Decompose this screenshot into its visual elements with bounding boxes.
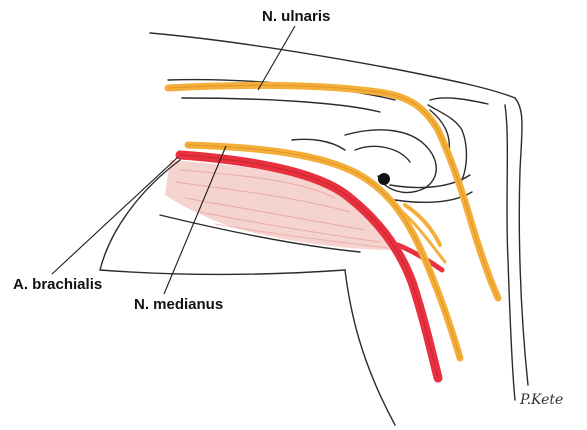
- label-n-ulnaris: N. ulnaris: [262, 8, 330, 25]
- label-a-brachialis: A. brachialis: [13, 276, 102, 293]
- leader-brachialis: [52, 157, 178, 274]
- landmark-dot: [378, 173, 390, 185]
- artist-signature: P.Kete: [520, 392, 563, 408]
- leader-ulnaris: [258, 26, 295, 90]
- label-n-medianus: N. medianus: [134, 296, 223, 313]
